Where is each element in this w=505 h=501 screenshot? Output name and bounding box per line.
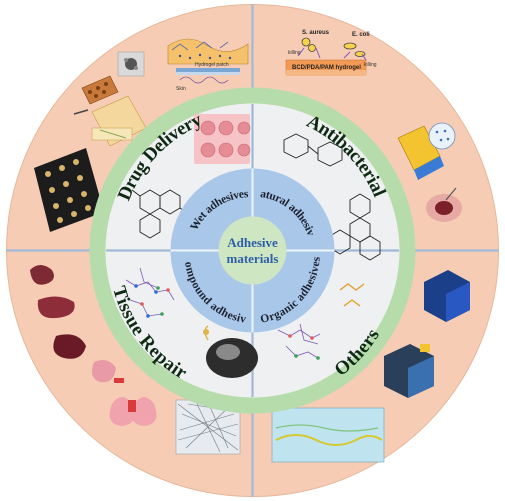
killing-label-left: killing	[288, 50, 301, 56]
antibacterial-bacteria-illustration: S. aureus E. coli killing killing BCD/PD…	[285, 30, 377, 76]
hydrogel-patch-label: Hydrogel patch	[195, 62, 229, 68]
natural-adhesives-molecule	[283, 133, 381, 261]
s-aureus-label: S. aureus	[302, 30, 330, 36]
organic-adhesives-network	[277, 283, 365, 360]
skin-label: Skin	[176, 86, 186, 92]
quadrant-dividers	[6, 4, 499, 497]
compound-adhesives-network	[125, 267, 175, 318]
hydrogel-schematic: Hydrogel patch Skin	[167, 38, 249, 92]
drug-delivery-illustrations	[73, 51, 147, 147]
compound-adhesives-photo	[203, 325, 258, 378]
tissue-repair-organs	[30, 265, 157, 426]
category-dividers	[170, 168, 335, 333]
core-title-line1: Adhesive	[227, 235, 278, 250]
antibacterial-devices	[397, 122, 462, 222]
others-illustrations	[271, 270, 470, 463]
core-title-line2: materials	[227, 251, 279, 266]
hydrogel-label: BCD/PDA/PAM hydrogel	[292, 65, 361, 71]
drug-delivery-micrograph	[34, 148, 104, 232]
wet-adhesives-photo	[194, 114, 251, 164]
e-coli-label: E. coli	[352, 32, 370, 38]
tissue-repair-micrograph	[175, 399, 241, 455]
killing-label-right: killing	[364, 62, 377, 68]
core-circle	[218, 216, 287, 285]
